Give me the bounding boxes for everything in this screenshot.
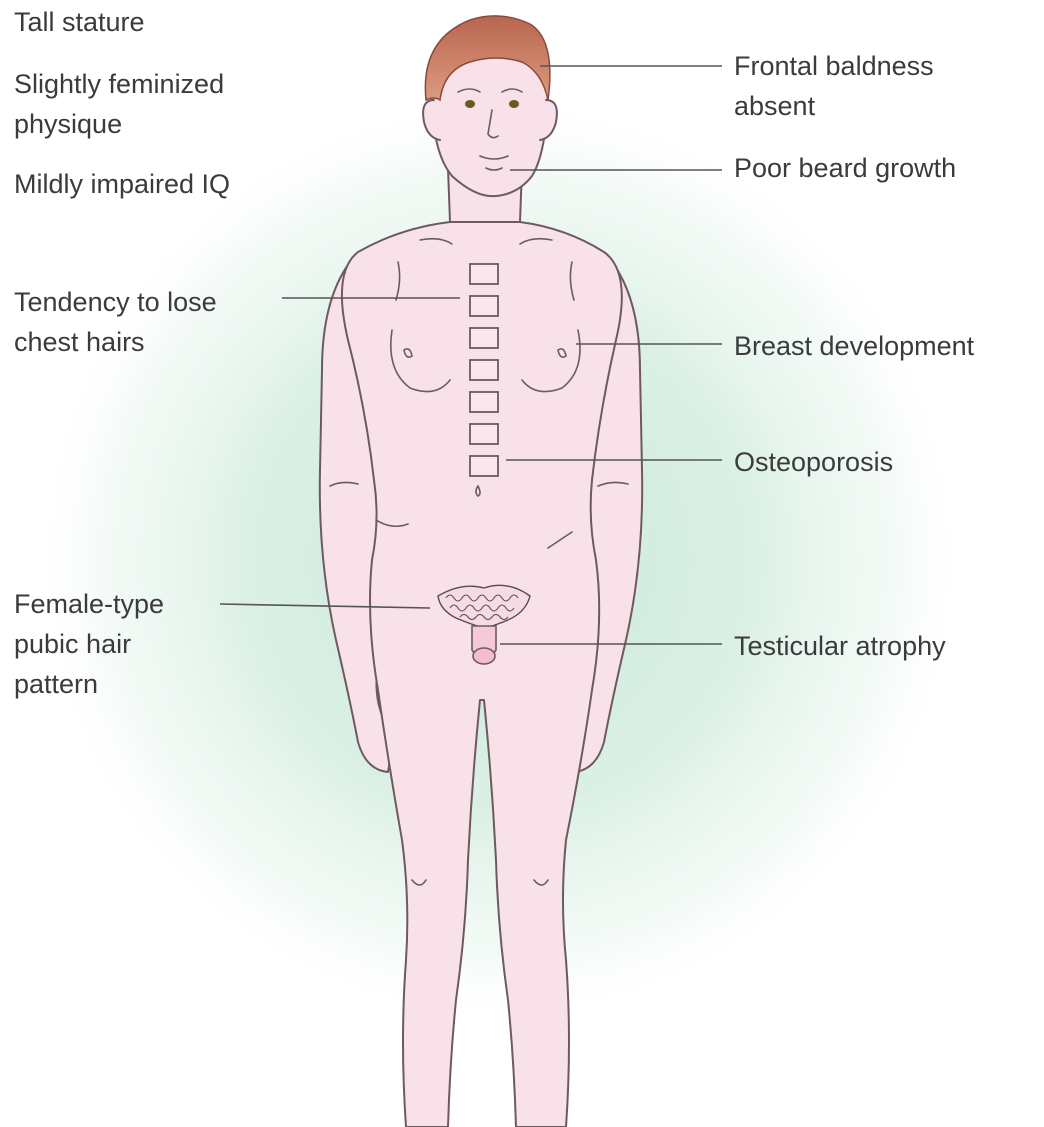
genitals [472,626,496,664]
vertebra [470,328,498,348]
vertebra [470,392,498,412]
label-line: chest hairs [14,322,217,362]
label-pubic-hair: Female-type pubic hair pattern [14,584,164,704]
vertebrae-column [470,264,498,476]
label-feminized-physique: Slightly feminized physique [14,64,224,144]
label-frontal-baldness: Frontal baldness absent [734,46,934,126]
label-beard-growth: Poor beard growth [734,148,956,188]
label-line: Poor beard growth [734,148,956,188]
vertebra [470,456,498,476]
label-line: Tall stature [14,2,145,42]
label-line: Osteoporosis [734,442,893,482]
label-line: Testicular atrophy [734,626,946,666]
label-line: Tendency to lose [14,282,217,322]
label-line: Frontal baldness [734,46,934,86]
label-line: Mildly impaired IQ [14,164,230,204]
label-breast-development: Breast development [734,326,974,366]
vertebra [470,360,498,380]
label-testicular-atrophy: Testicular atrophy [734,626,946,666]
vertebra [470,264,498,284]
vertebra [470,296,498,316]
label-line: Slightly feminized [14,64,224,104]
label-impaired-iq: Mildly impaired IQ [14,164,230,204]
label-line: absent [734,86,934,126]
label-line: pattern [14,664,164,704]
label-chest-hairs: Tendency to lose chest hairs [14,282,217,362]
label-line: physique [14,104,224,144]
label-line: pubic hair [14,624,164,664]
label-tall-stature: Tall stature [14,2,145,42]
vertebra [470,424,498,444]
label-line: Female-type [14,584,164,624]
label-osteoporosis: Osteoporosis [734,442,893,482]
label-line: Breast development [734,326,974,366]
